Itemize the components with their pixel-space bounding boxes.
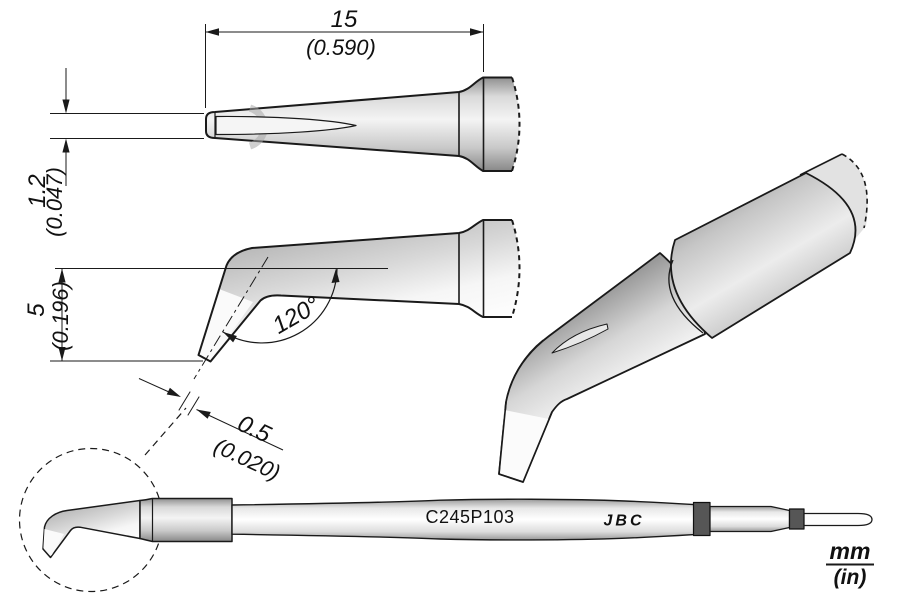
- arrowhead-upper: [166, 387, 181, 397]
- side-view-outline: [197, 219, 512, 363]
- arrowhead-arc-bottom: [223, 332, 237, 343]
- side-view-body: [198, 220, 520, 362]
- angle-arc: [222, 268, 338, 344]
- units-in: (in): [834, 566, 867, 589]
- bent-axis-centerline: [193, 256, 269, 380]
- top-view-chisel-flat: [215, 115, 357, 136]
- dim-width-in: (0.020): [210, 433, 284, 485]
- cartridge-rear-sleeve: [709, 505, 791, 533]
- dim-width: 0.5 (0.020): [138, 378, 284, 485]
- dim-offset-mm: 5: [23, 303, 50, 317]
- iso-collar-ring: [668, 259, 704, 334]
- arrowhead-down: [58, 347, 66, 361]
- units-mm: mm: [830, 538, 871, 564]
- iso-neck-edge: [799, 153, 843, 176]
- cartridge-tip-cone: [42, 499, 141, 559]
- brand-logo: JBC: [603, 513, 644, 530]
- top-view-body: [206, 77, 520, 171]
- dim-length-mm: 15: [331, 6, 358, 33]
- dim-angle-value: 120°: [268, 291, 325, 339]
- cartridge-view: C245P103 JBC: [18, 407, 873, 593]
- cartridge-plated-tip: [43, 529, 64, 556]
- arrowhead-up: [58, 268, 66, 283]
- model-label: C245P103: [425, 507, 514, 527]
- top-view-cut-edge: [511, 77, 521, 172]
- dim-thickness-in: (0.047): [42, 167, 67, 237]
- iso-neck-cut-edge: [841, 153, 868, 229]
- cartridge-heater: [139, 497, 233, 543]
- iso-tip-outline: [498, 401, 553, 483]
- units-legend: mm (in): [826, 538, 874, 589]
- side-view-cut-edge: [511, 219, 521, 318]
- arrowhead-left: [205, 28, 219, 36]
- dim-thickness: 1.2 (0.047): [24, 68, 204, 237]
- cartridge-contact-pin: [803, 512, 873, 527]
- collar-band-pin: [788, 508, 805, 530]
- dim-offset: 5 (0.196): [23, 268, 203, 362]
- iso-plated-tip: [500, 410, 549, 481]
- detail-leader-line: [144, 407, 187, 456]
- iso-view: [498, 153, 868, 483]
- arrowhead-up: [62, 138, 70, 153]
- dim-thickness-mm: 1.2: [24, 174, 51, 207]
- top-view: [205, 76, 521, 172]
- iso-chisel-highlight: [551, 323, 609, 354]
- dim-offset-in: (0.196): [48, 281, 73, 351]
- top-view-outline: [205, 76, 512, 172]
- collar-band-rear: [692, 501, 711, 537]
- iso-bend-crease: [505, 339, 544, 402]
- side-view-plated-tip: [198, 289, 253, 362]
- arrowhead-arc-top: [331, 268, 340, 283]
- arrowhead-right: [470, 28, 484, 36]
- arrowhead-down: [62, 99, 70, 114]
- dim-length: 15 (0.590): [205, 6, 484, 108]
- iso-main-cylinder: [670, 172, 857, 339]
- dim-length-in: (0.590): [306, 35, 376, 60]
- side-view: [55, 219, 521, 380]
- arrowhead-lower: [196, 409, 211, 419]
